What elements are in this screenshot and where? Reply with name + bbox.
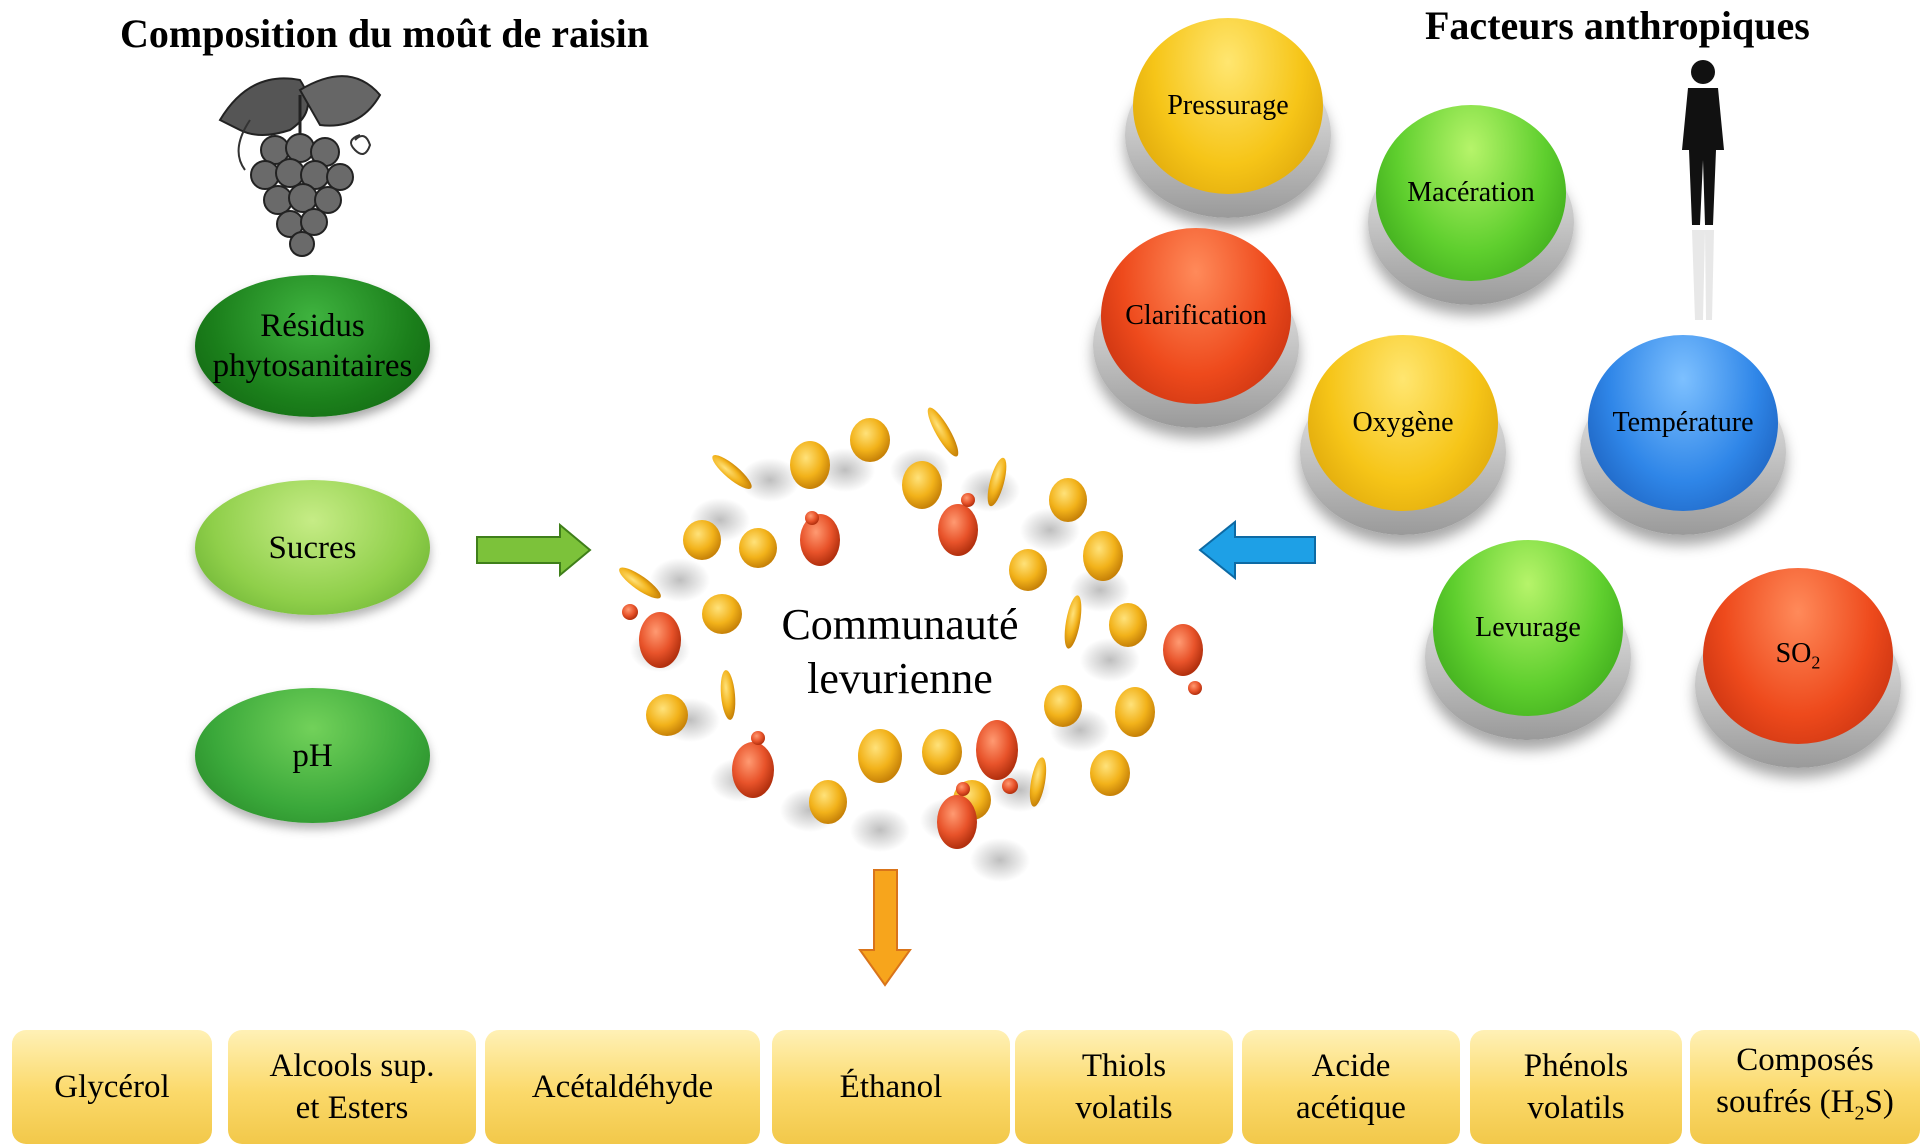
must-factor-pesticide-residues: Résidus phytosanitaires	[195, 275, 430, 417]
blue-arrow-icon	[1198, 519, 1316, 581]
yeast-community-line1: Communauté	[781, 600, 1019, 649]
yeast-community-line2: levurienne	[807, 654, 993, 703]
maceration-label: Macération	[1407, 177, 1535, 208]
factor-temperature: Température	[1580, 335, 1786, 535]
must-factor-ph: pH	[195, 688, 430, 823]
factor-levurage: Levurage	[1425, 540, 1631, 740]
temperature-label: Température	[1612, 407, 1754, 438]
product-ethanol: Éthanol	[772, 1030, 1010, 1144]
sugars-label: Sucres	[268, 529, 357, 566]
yeast-community-label: Communauté levurienne	[740, 598, 1060, 706]
heading-anthropic-factors: Facteurs anthropiques	[1425, 3, 1810, 48]
grape-icon	[218, 75, 382, 257]
green-arrow-icon	[476, 522, 592, 578]
must-factor-sugars: Sucres	[195, 480, 430, 615]
heading-must-composition: Composition du moût de raisin	[120, 11, 649, 56]
factor-maceration: Macération	[1368, 105, 1574, 305]
factor-oxygene: Oxygène	[1300, 335, 1506, 535]
factor-clarification: Clarification	[1093, 228, 1299, 428]
person-silhouette-icon	[1682, 60, 1724, 320]
levurage-label: Levurage	[1475, 612, 1581, 643]
orange-arrow-icon	[858, 869, 912, 987]
so2-label: SO2	[1775, 638, 1821, 673]
oxygene-label: Oxygène	[1352, 407, 1454, 438]
clarification-label: Clarification	[1125, 300, 1267, 331]
ph-label: pH	[292, 737, 333, 774]
product-glycerol: Glycérol	[12, 1030, 212, 1144]
pesticide-residues-line2: phytosanitaires	[212, 348, 413, 384]
pressurage-label: Pressurage	[1167, 90, 1289, 121]
product-acetaldehyde: Acétaldéhyde	[485, 1030, 760, 1144]
yeast-community-illustration	[619, 407, 1203, 882]
product-alcools-esters: Alcools sup.et Esters	[228, 1030, 476, 1144]
factor-pressurage: Pressurage	[1125, 18, 1331, 218]
factor-so2: SO2	[1695, 568, 1901, 768]
pesticide-residues-line1: Résidus	[260, 308, 365, 344]
